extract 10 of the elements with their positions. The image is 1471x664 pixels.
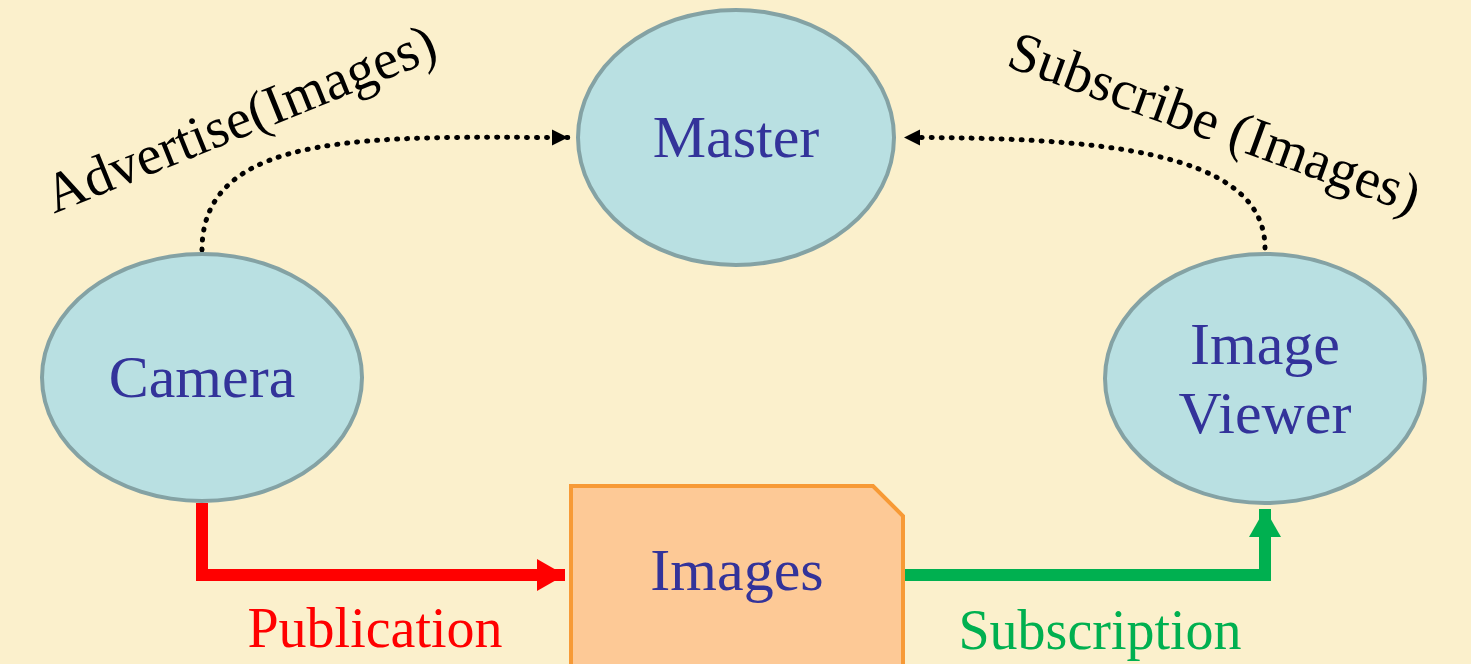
- edge-label: Publication: [247, 600, 503, 656]
- document-shape: [569, 484, 905, 664]
- arrow: [196, 503, 565, 591]
- node-label: Master: [652, 103, 820, 172]
- arrow: [905, 509, 1281, 581]
- node-label: Image Viewer: [1177, 309, 1353, 448]
- node-label: Camera: [108, 343, 296, 412]
- arrow: [901, 129, 1268, 251]
- node-label: Images: [650, 535, 824, 605]
- arrow: [199, 129, 571, 253]
